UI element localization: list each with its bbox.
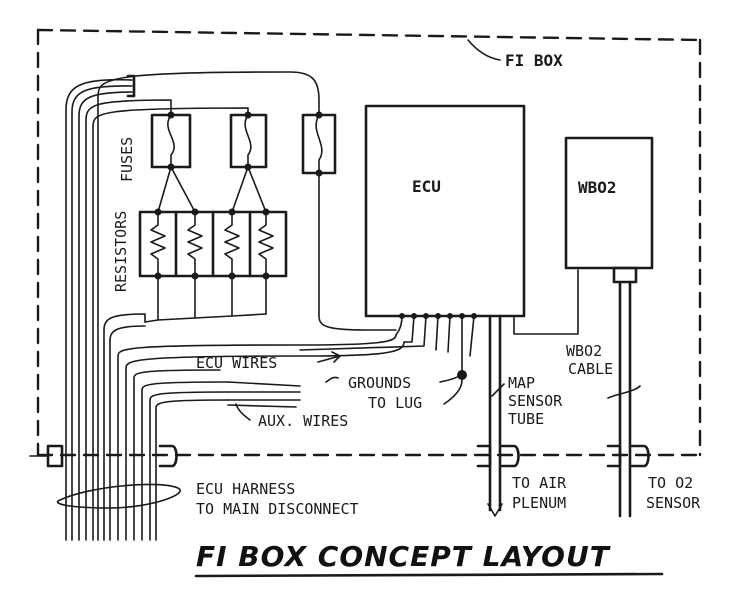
- ecu-wires-label: ECU WIRES: [196, 354, 277, 372]
- page-title: FI BOX CONCEPT LAYOUT: [196, 540, 611, 573]
- grounds-label-line1: GROUNDS: [348, 374, 411, 392]
- wbo2-label: WBO2: [578, 178, 617, 197]
- map-label-line3: TUBE: [508, 410, 544, 428]
- ecu-wbo2-link: [513, 269, 579, 335]
- harness-label-line1: ECU HARNESS: [196, 480, 295, 498]
- wbo2-cable-label-line1: WBO2: [566, 342, 602, 360]
- fuse-bank: [150, 111, 337, 177]
- ecu-connector-pins: [299, 172, 477, 373]
- wbo2-module: [564, 136, 654, 284]
- aux-wires-label: AUX. WIRES: [258, 412, 348, 430]
- wbo2-cable-label-line2: CABLE: [568, 360, 613, 378]
- ground-lug: [439, 370, 467, 405]
- fuses-label: FUSES: [118, 137, 136, 182]
- fi-box-label: FI BOX: [505, 51, 563, 70]
- aux-wires-leader: [235, 403, 251, 421]
- resistor-bank: [138, 208, 288, 280]
- resistors-label: RESISTORS: [112, 211, 130, 292]
- fi-box-leader: [467, 39, 501, 61]
- air-label-line2: PLENUM: [512, 494, 566, 512]
- bulkhead-fittings: [29, 444, 650, 468]
- o2-label-line1: TO O2: [648, 474, 693, 492]
- title-underline: [194, 572, 664, 578]
- map-label-line2: SENSOR: [508, 392, 563, 410]
- ecu-wires-arrow: [317, 351, 341, 363]
- harness-label-line2: TO MAIN DISCONNECT: [196, 500, 359, 518]
- fuse-resistor-links: [157, 166, 267, 213]
- fi-box-outline: [36, 28, 702, 457]
- map-label-line1: MAP: [508, 374, 535, 392]
- harness-callout-loop: [57, 483, 181, 509]
- wbo2-cable: [607, 280, 641, 518]
- map-sensor-tube: [487, 314, 503, 517]
- o2-label-line2: SENSOR: [646, 494, 701, 512]
- aux-wire-tails: [227, 381, 301, 408]
- grounds-label-line2: TO LUG: [368, 394, 422, 412]
- map-leader: [491, 383, 505, 397]
- ecu-label: ECU: [412, 177, 441, 196]
- resistor-output-leads: [144, 275, 267, 323]
- grounds-leader: [325, 376, 339, 383]
- ecu-module: [364, 104, 526, 318]
- ecu-harness-bundle: [65, 71, 405, 541]
- air-label-line1: TO AIR: [512, 474, 567, 492]
